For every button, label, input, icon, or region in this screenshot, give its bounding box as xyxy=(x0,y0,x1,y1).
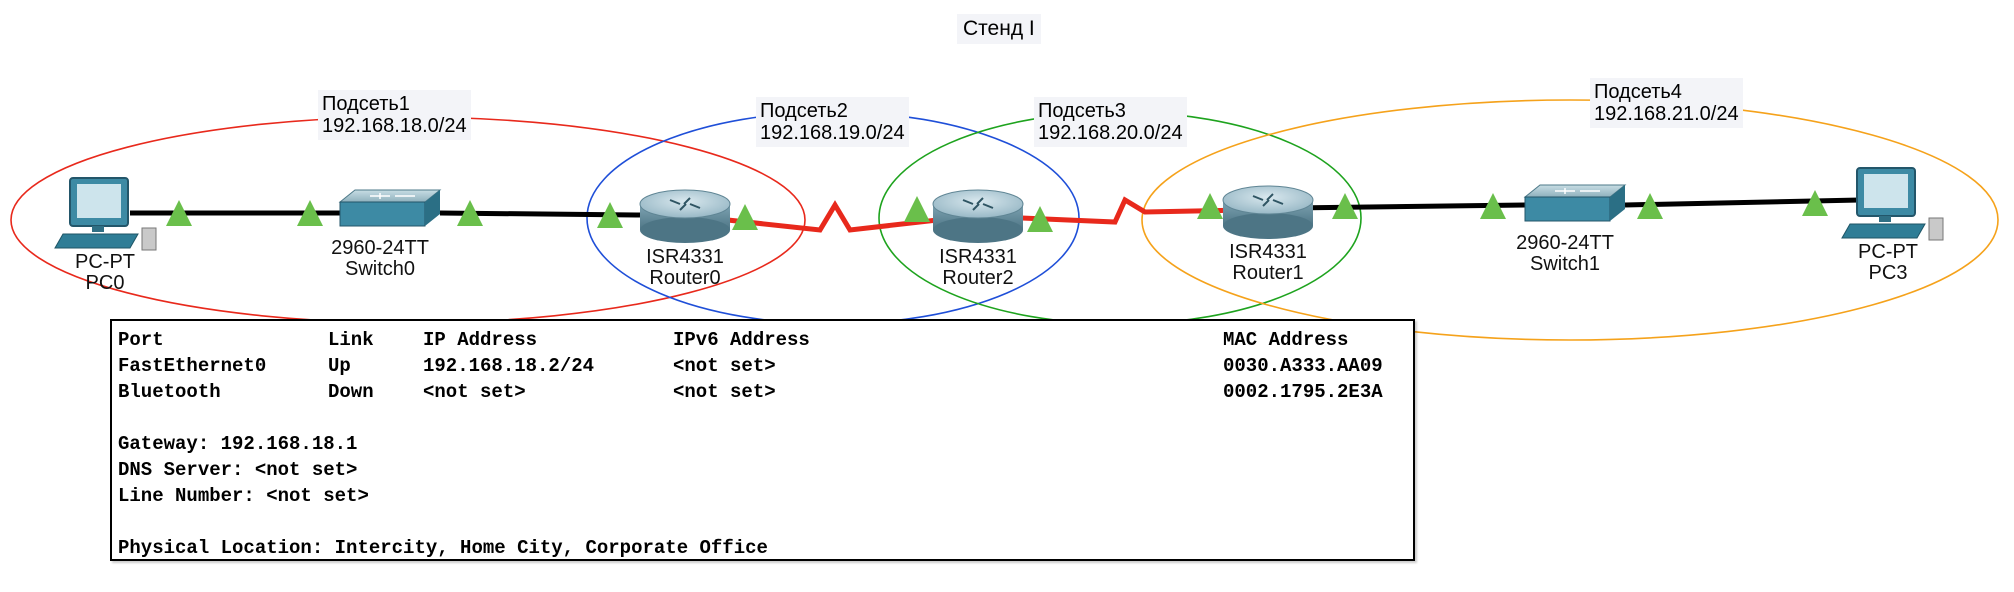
router2-device[interactable] xyxy=(932,189,1024,243)
device-model: ISR4331 xyxy=(646,246,724,268)
subnet2-name: Подсеть2 xyxy=(760,100,848,122)
device-model: PC-PT xyxy=(75,251,135,273)
link-up-indicator xyxy=(1802,190,1828,216)
dns-server-text: DNS Server: <not set> xyxy=(118,459,358,481)
header-port: Port xyxy=(118,329,164,351)
subnet4-label[interactable]: Подсеть4 192.168.21.0/24 xyxy=(1590,78,1743,128)
header-link: Link xyxy=(328,329,374,351)
header-ip: IP Address xyxy=(423,329,538,351)
port-ipv6: <not set> xyxy=(673,355,776,377)
port-name: Bluetooth xyxy=(118,381,221,403)
router0-device[interactable] xyxy=(639,189,731,243)
router1-label: ISR4331 Router1 xyxy=(1188,242,1348,284)
subnet3-name: Подсеть3 xyxy=(1038,100,1126,122)
physical-location-text: Physical Location: Intercity, Home City,… xyxy=(118,537,768,559)
port-mac: 0030.A333.AA09 xyxy=(1223,355,1383,377)
link-up-indicator xyxy=(297,200,323,226)
pc0-label: PC-PT PC0 xyxy=(25,252,185,294)
port-mac: 0002.1795.2E3A xyxy=(1223,381,1383,403)
port-name: FastEthernet0 xyxy=(118,355,267,377)
gateway-text: Gateway: 192.168.18.1 xyxy=(118,433,358,455)
switch0-device[interactable] xyxy=(338,189,442,227)
link-up-indicator xyxy=(166,200,192,226)
link-up-indicator xyxy=(904,196,930,222)
device-name: Router1 xyxy=(1232,262,1304,284)
device-name: Switch0 xyxy=(344,258,416,280)
pc3-label: PC-PT PC3 xyxy=(1808,242,1968,284)
subnet1-label[interactable]: Подсеть1 192.168.18.0/24 xyxy=(318,90,471,140)
link-switch1-pc3[interactable] xyxy=(1624,197,1861,208)
device-model: 2960-24TT xyxy=(331,237,429,259)
line-number-text: Line Number: <not set> xyxy=(118,485,369,507)
router0-label: ISR4331 Router0 xyxy=(605,247,765,289)
port-ipv6: <not set> xyxy=(673,381,776,403)
subnet1-network: 192.168.18.0/24 xyxy=(322,115,467,137)
device-model: ISR4331 xyxy=(939,246,1017,268)
device-model: 2960-24TT xyxy=(1516,232,1614,254)
link-status-indicators xyxy=(166,190,1828,232)
header-ipv6: IPv6 Address xyxy=(673,329,810,351)
link-up-indicator xyxy=(1480,193,1506,219)
subnet4-network: 192.168.21.0/24 xyxy=(1594,103,1739,125)
device-model: ISR4331 xyxy=(1229,241,1307,263)
page-title: Стенд I xyxy=(957,14,1041,44)
link-up-indicator xyxy=(457,200,483,226)
subnet2-label[interactable]: Подсеть2 192.168.19.0/24 xyxy=(756,97,909,147)
port-ip: <not set> xyxy=(423,381,526,403)
port-ip: 192.168.18.2/24 xyxy=(423,355,595,377)
link-router2-router1[interactable] xyxy=(999,196,1246,225)
link-up-indicator xyxy=(597,202,623,228)
link-up-indicator xyxy=(1197,193,1223,219)
device-info-tooltip: Port Link IP Address IPv6 Address MAC Ad… xyxy=(110,319,1415,561)
device-name: Switch1 xyxy=(1529,253,1601,275)
device-name: Router0 xyxy=(649,267,721,289)
switch1-device[interactable] xyxy=(1523,184,1627,222)
link-up-indicator xyxy=(1332,193,1358,219)
tooltip-port-row: FastEthernet0 Up 192.168.18.2/24 <not se… xyxy=(118,353,1413,379)
link-up-indicator xyxy=(1637,193,1663,219)
subnet3-label[interactable]: Подсеть3 192.168.20.0/24 xyxy=(1034,97,1187,147)
subnet1-name: Подсеть1 xyxy=(322,93,410,115)
link-up-indicator xyxy=(1027,206,1053,232)
tooltip-header-row: Port Link IP Address IPv6 Address MAC Ad… xyxy=(118,327,1413,353)
link-router0-router2[interactable] xyxy=(699,200,956,233)
router1-device[interactable] xyxy=(1222,185,1314,239)
device-name: PC3 xyxy=(1868,262,1908,284)
port-link: Up xyxy=(328,355,351,377)
switch0-label: 2960-24TT Switch0 xyxy=(300,238,460,280)
router2-label: ISR4331 Router2 xyxy=(898,247,1058,289)
pc3-device[interactable] xyxy=(1841,167,1944,241)
device-name: Router2 xyxy=(942,267,1014,289)
pc0-device[interactable] xyxy=(54,177,157,251)
subnet3-network: 192.168.20.0/24 xyxy=(1038,122,1183,144)
subnet2-network: 192.168.19.0/24 xyxy=(760,122,905,144)
subnet4-ellipse xyxy=(1141,99,1999,341)
port-link: Down xyxy=(328,381,374,403)
header-mac: MAC Address xyxy=(1223,329,1349,351)
tooltip-port-row: Bluetooth Down <not set> <not set> 0002.… xyxy=(118,379,1413,405)
subnet4-name: Подсеть4 xyxy=(1594,81,1682,103)
link-up-indicator xyxy=(732,204,758,230)
link-router1-switch1[interactable] xyxy=(1289,202,1526,211)
switch1-label: 2960-24TT Switch1 xyxy=(1485,233,1645,275)
device-model: PC-PT xyxy=(1858,241,1918,263)
device-name: PC0 xyxy=(85,272,125,294)
